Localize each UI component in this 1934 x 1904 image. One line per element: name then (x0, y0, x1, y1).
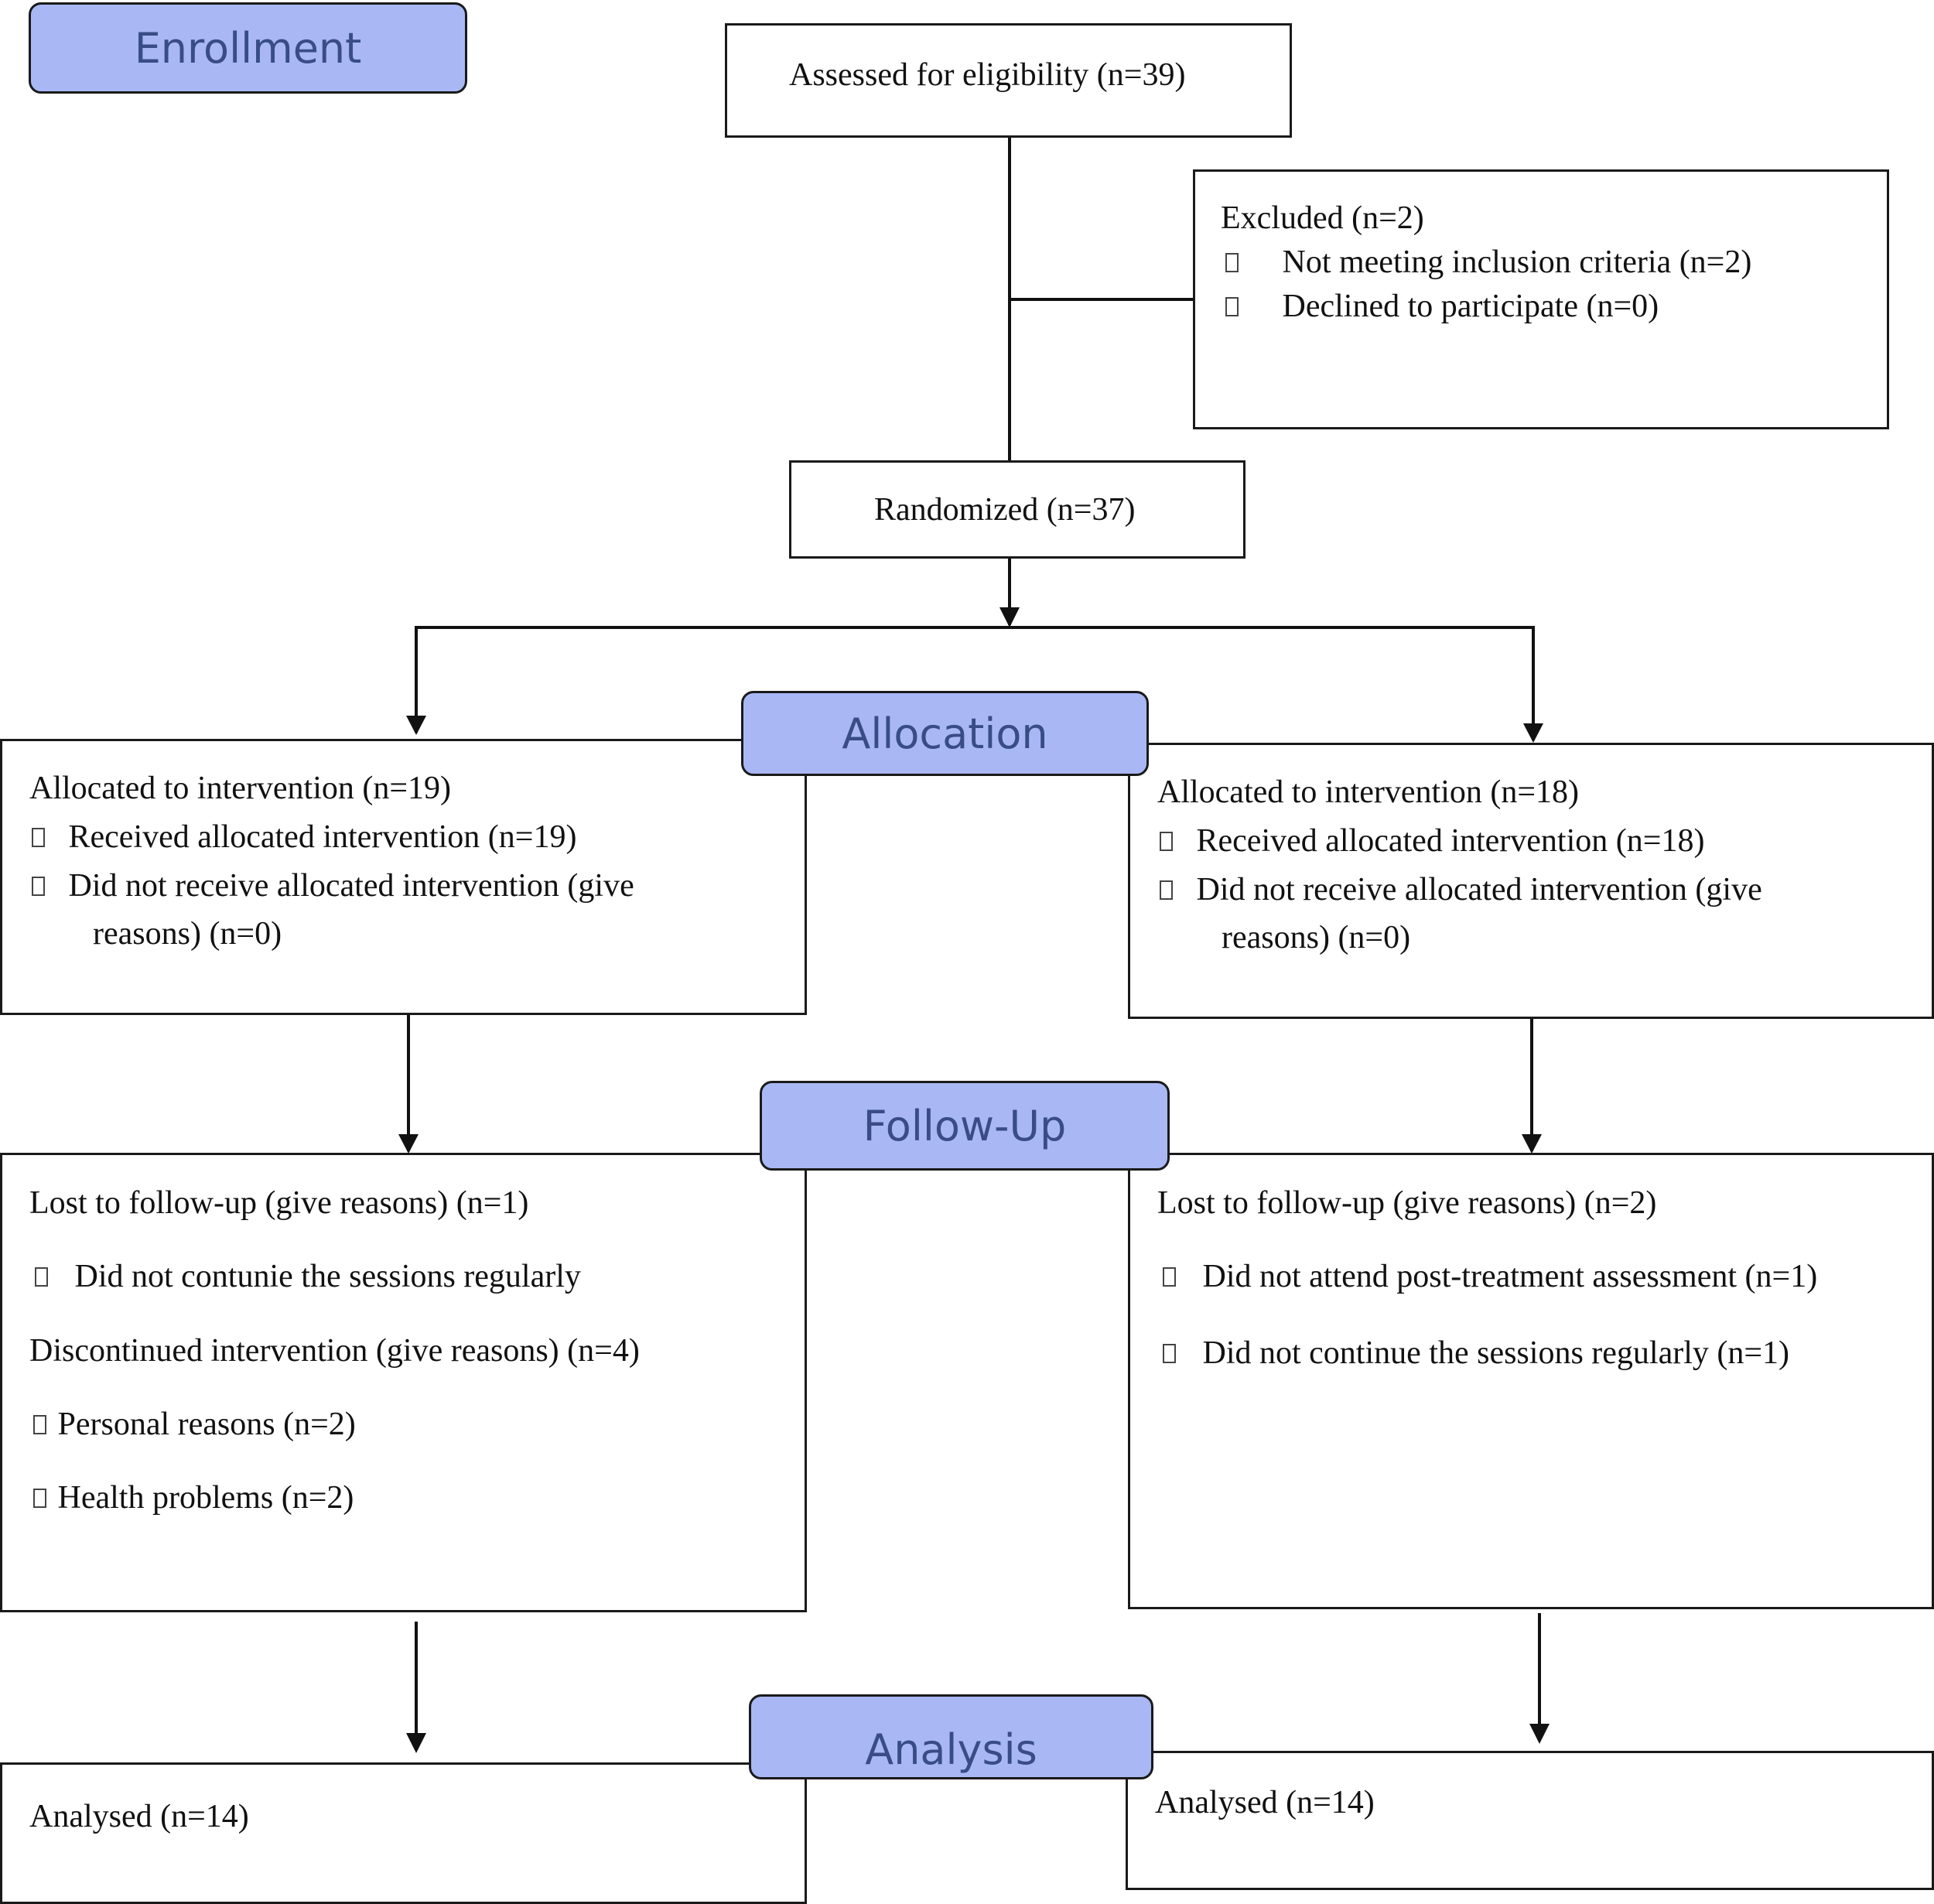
checkbox-icon (33, 1489, 46, 1508)
right-analysis-box: Analysed (n=14) (1126, 1751, 1934, 1890)
left-allocation-not-received-cont: reasons) (n=0) (93, 916, 282, 952)
right-followup-lost: Lost to follow-up (give reasons) (n=2) (1157, 1185, 1657, 1221)
checkbox-icon (32, 877, 45, 896)
left-analysis-box: Analysed (n=14) (0, 1762, 807, 1904)
checkbox-icon (32, 828, 45, 847)
left-allocation-box: Allocated to intervention (n=19) Receive… (0, 739, 807, 1015)
stage-label-allocation: Allocation (741, 691, 1149, 776)
right-followup-reason: Did not continue the sessions regularly … (1163, 1337, 1789, 1369)
arrowhead-randomized-split (999, 607, 1020, 627)
left-followup-lost-reason-label: Did not contunie the sessions regularly (74, 1259, 581, 1294)
right-followup-box: Lost to follow-up (give reasons) (n=2) D… (1128, 1153, 1934, 1609)
assessed-box: Assessed for eligibility (n=39) (725, 23, 1292, 138)
right-allocation-not-received: Did not receive allocated intervention (… (1160, 873, 1762, 906)
checkbox-icon (1163, 1344, 1176, 1363)
left-allocation-received-label: Received allocated intervention (n=19) (68, 819, 577, 855)
left-analysed-label: Analysed (n=14) (29, 1799, 249, 1834)
right-allocation-title: Allocated to intervention (n=18) (1157, 774, 1580, 810)
left-followup-lost: Lost to follow-up (give reasons) (n=1) (29, 1185, 529, 1221)
left-followup-reason: Personal reasons (n=2) (33, 1408, 356, 1441)
stage-label-analysis: Analysis (749, 1694, 1153, 1779)
right-followup-reason: Did not attend post-treatment assessment… (1163, 1260, 1817, 1293)
arrowhead-left-analysis (406, 1733, 426, 1753)
excluded-item-label: Declined to participate (n=0) (1282, 289, 1659, 324)
left-allocation-title: Allocated to intervention (n=19) (29, 771, 452, 806)
excluded-title: Excluded (n=2) (1221, 200, 1424, 236)
checkbox-icon (35, 1267, 48, 1287)
right-allocation-received-label: Received allocated intervention (n=18) (1196, 823, 1705, 859)
arrowhead-left-allocation (406, 716, 426, 735)
left-followup-lost-reason: Did not contunie the sessions regularly (35, 1260, 581, 1293)
arrowhead-left-followup (398, 1134, 419, 1154)
checkbox-icon (1225, 297, 1239, 316)
checkbox-icon (1160, 880, 1173, 900)
right-allocation-box: Allocated to intervention (n=18) Receive… (1128, 743, 1934, 1019)
left-followup-box: Lost to follow-up (give reasons) (n=1) D… (0, 1153, 807, 1612)
right-allocation-received: Received allocated intervention (n=18) (1160, 825, 1704, 857)
excluded-box: Excluded (n=2) Not meeting inclusion cri… (1193, 169, 1889, 429)
excluded-item-label: Not meeting inclusion criteria (n=2) (1282, 244, 1752, 280)
left-followup-reason: Health problems (n=2) (33, 1482, 354, 1514)
arrowhead-right-allocation (1523, 723, 1543, 743)
randomized-label: Randomized (n=37) (874, 492, 1136, 528)
right-allocation-not-received-cont: reasons) (n=0) (1222, 920, 1411, 955)
left-followup-reason-label: Personal reasons (n=2) (57, 1407, 356, 1442)
stage-label-enrollment: Enrollment (29, 2, 467, 94)
left-allocation-not-received: Did not receive allocated intervention (… (32, 870, 634, 902)
arrowhead-right-analysis (1529, 1724, 1550, 1744)
checkbox-icon (33, 1415, 46, 1434)
right-analysed-label: Analysed (n=14) (1155, 1785, 1375, 1820)
stage-label-follow-up: Follow-Up (760, 1081, 1170, 1171)
checkbox-icon (1160, 832, 1173, 851)
checkbox-icon (1163, 1267, 1176, 1287)
left-followup-discontinued: Discontinued intervention (give reasons)… (29, 1333, 640, 1369)
assessed-label: Assessed for eligibility (n=39) (789, 57, 1186, 93)
left-followup-reason-label: Health problems (n=2) (57, 1480, 354, 1516)
left-allocation-not-received-label: Did not receive allocated intervention (… (68, 868, 634, 904)
left-allocation-received: Received allocated intervention (n=19) (32, 821, 576, 853)
arrowhead-right-followup (1522, 1134, 1542, 1154)
checkbox-icon (1225, 253, 1239, 272)
right-followup-reason-label: Did not continue the sessions regularly … (1202, 1335, 1790, 1371)
right-allocation-not-received-label: Did not receive allocated intervention (… (1196, 872, 1762, 908)
excluded-item: Not meeting inclusion criteria (n=2) (1225, 246, 1751, 279)
randomized-box: Randomized (n=37) (789, 460, 1245, 559)
right-followup-reason-label: Did not attend post-treatment assessment… (1202, 1259, 1818, 1294)
excluded-item: Declined to participate (n=0) (1225, 290, 1659, 323)
